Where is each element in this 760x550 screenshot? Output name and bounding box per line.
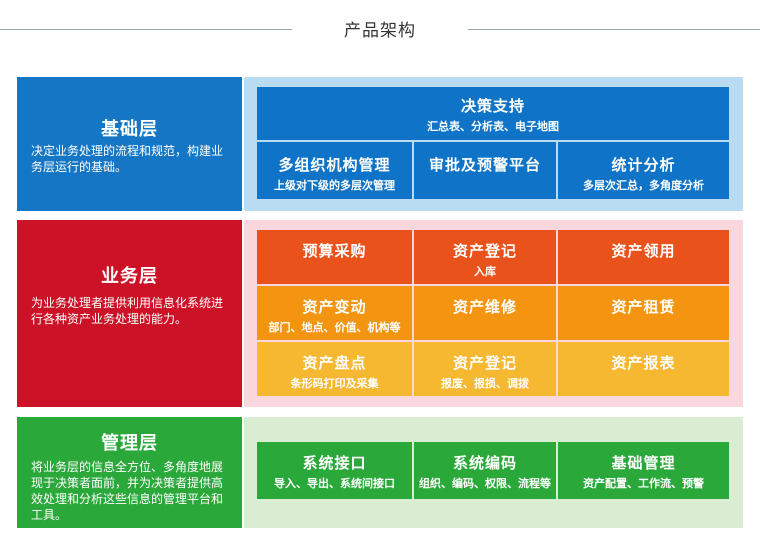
- module-subtitle: 汇总表、分析表、电子地图: [427, 120, 559, 133]
- module-title: 资产租赁: [611, 298, 676, 316]
- module-subtitle: 入库: [474, 265, 496, 278]
- multi-org-management-module: 多组织机构管理 上级对下级的多层次管理: [257, 142, 412, 199]
- business-label-box: 业务层 为业务处理者提供利用信息化系统进行各种资产业务处理的能力。: [17, 220, 242, 407]
- basic-management-module: 基础管理 资产配置、工作流、预警: [558, 442, 729, 499]
- module-subtitle: 组织、编码、权限、流程等: [419, 477, 551, 490]
- management-panel: 系统接口 导入、导出、系统间接口 系统编码 组织、编码、权限、流程等 基础管理 …: [244, 417, 743, 528]
- foundation-label-box: 基础层 决定业务处理的流程和规范，构建业务层运行的基础。: [17, 77, 242, 211]
- module-title: 资产登记: [452, 354, 517, 372]
- module-subtitle: 导入、导出、系统间接口: [274, 477, 395, 490]
- system-coding-module: 系统编码 组织、编码、权限、流程等: [414, 442, 556, 499]
- module-title: 资产领用: [611, 242, 676, 260]
- business-layer: 业务层 为业务处理者提供利用信息化系统进行各种资产业务处理的能力。 预算采购 资…: [17, 220, 743, 407]
- asset-maintenance-module: 资产维修: [414, 286, 556, 340]
- foundation-layer: 基础层 决定业务处理的流程和规范，构建业务层运行的基础。 决策支持 汇总表、分析…: [17, 77, 743, 211]
- foundation-panel: 决策支持 汇总表、分析表、电子地图 多组织机构管理 上级对下级的多层次管理 审批…: [244, 77, 743, 211]
- management-title: 管理层: [101, 433, 158, 454]
- page-title: 产品架构: [344, 21, 416, 41]
- module-title: 决策支持: [460, 97, 525, 115]
- module-title: 资产盘点: [302, 354, 367, 372]
- module-title: 预算采购: [302, 242, 367, 260]
- module-subtitle: 上级对下级的多层次管理: [274, 179, 395, 192]
- asset-requisition-module: 资产领用: [558, 230, 729, 284]
- module-title: 系统编码: [452, 454, 517, 472]
- system-interface-module: 系统接口 导入、导出、系统间接口: [257, 442, 412, 499]
- foundation-description: 决定业务处理的流程和规范，构建业务层运行的基础。: [31, 144, 224, 174]
- module-title: 资产维修: [452, 298, 517, 316]
- foundation-title: 基础层: [101, 119, 158, 140]
- budget-procurement-module: 预算采购: [257, 230, 412, 284]
- asset-inventory-module: 资产盘点 条形码打印及采集: [257, 342, 412, 396]
- business-panel: 预算采购 资产登记 入库 资产领用 资产变动 部门、地点、价值、机构等 资产维修…: [244, 220, 743, 407]
- module-title: 基础管理: [611, 454, 676, 472]
- asset-reports-module: 资产报表: [558, 342, 729, 396]
- business-title: 业务层: [101, 266, 158, 287]
- title-divider-left: [0, 29, 292, 30]
- module-subtitle: 条形码打印及采集: [290, 377, 379, 390]
- asset-registration-module: 资产登记 入库: [414, 230, 556, 284]
- module-subtitle: 多层次汇总，多角度分析: [583, 179, 704, 192]
- module-title: 系统接口: [302, 454, 367, 472]
- module-title: 资产变动: [302, 298, 367, 316]
- decision-support-module: 决策支持 汇总表、分析表、电子地图: [257, 87, 729, 140]
- asset-change-module: 资产变动 部门、地点、价值、机构等: [257, 286, 412, 340]
- statistical-analysis-module: 统计分析 多层次汇总，多角度分析: [558, 142, 729, 199]
- module-subtitle: 部门、地点、价值、机构等: [268, 321, 401, 334]
- approval-alert-platform-module: 审批及预警平台: [414, 142, 556, 199]
- title-divider-right: [468, 29, 760, 30]
- module-title: 审批及预警平台: [428, 156, 541, 174]
- module-title: 资产登记: [452, 242, 517, 260]
- management-layer: 管理层 将业务层的信息全方位、多角度地展现于决策者面前，并为决策者提供高效处理和…: [17, 417, 743, 528]
- module-subtitle: 资产配置、工作流、预警: [583, 477, 704, 490]
- management-label-box: 管理层 将业务层的信息全方位、多角度地展现于决策者面前，并为决策者提供高效处理和…: [17, 417, 242, 528]
- asset-disposal-registration-module: 资产登记 报废、报损、调拨: [414, 342, 556, 396]
- management-description: 将业务层的信息全方位、多角度地展现于决策者面前，并为决策者提供高效处理和分析这些…: [31, 460, 224, 522]
- module-title: 统计分析: [611, 156, 676, 174]
- asset-leasing-module: 资产租赁: [558, 286, 729, 340]
- module-title: 多组织机构管理: [278, 156, 391, 174]
- page-header: 产品架构: [0, 14, 760, 44]
- business-description: 为业务处理者提供利用信息化系统进行各种资产业务处理的能力。: [31, 296, 224, 326]
- module-subtitle: 报废、报损、调拨: [441, 377, 529, 390]
- module-title: 资产报表: [611, 354, 676, 372]
